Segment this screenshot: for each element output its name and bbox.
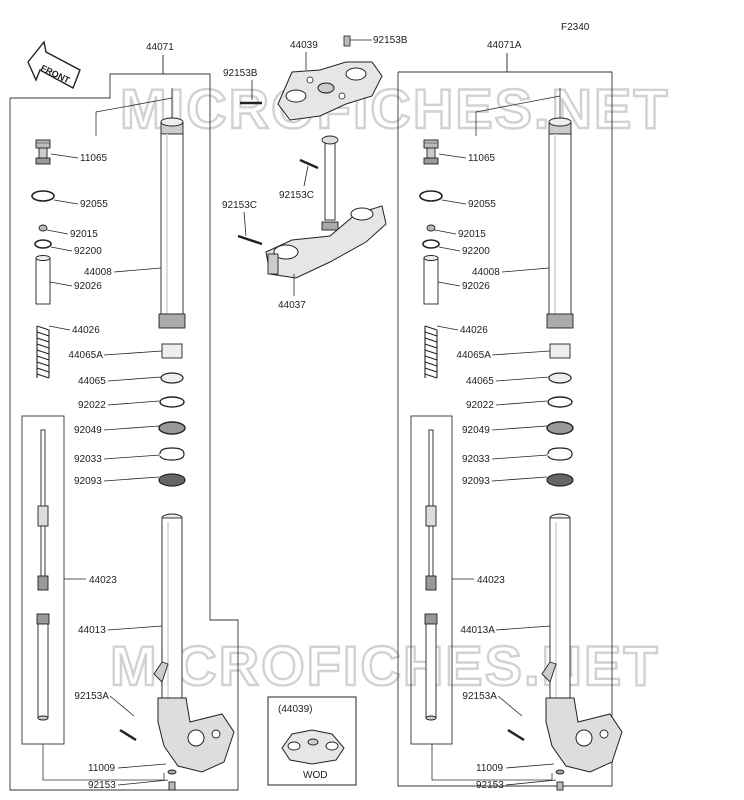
right-callout-leader — [495, 400, 548, 406]
inset-ref: (44039) — [278, 704, 312, 715]
right-callout-leader — [434, 229, 457, 235]
left-callout-label: 92049 — [74, 425, 102, 436]
left-callout-label: 92200 — [74, 246, 102, 257]
left-callout-leader — [113, 267, 162, 273]
left-callout-label: 11009 — [88, 763, 116, 774]
left-callout-label: 92153A — [74, 691, 109, 702]
left-callout-label: 92093 — [74, 476, 102, 487]
left-callout-label: 44013 — [78, 625, 106, 636]
right-callout-leader — [491, 454, 549, 460]
assembly-label-inner-right: 44023 — [477, 575, 505, 586]
assembly-label-lower-bracket: 44037 — [278, 300, 306, 311]
assembly-label-right-fork: 44071A — [487, 40, 522, 51]
upper-bracket-drawing — [277, 61, 383, 121]
left-callout-label: 92022 — [78, 400, 106, 411]
left-callout-label: 92055 — [80, 199, 108, 210]
right-callout-leader — [441, 199, 467, 205]
right-callout-label: 44026 — [460, 325, 488, 336]
assembly-label-left-fork: 44071 — [146, 42, 174, 53]
left-callout-leader — [117, 779, 169, 786]
right-callout-leader — [495, 376, 550, 382]
right-callout-label: 11009 — [476, 763, 504, 774]
left-fork-internals — [31, 139, 55, 721]
left-callout-leader — [103, 454, 161, 460]
right-callout-label: 44065 — [466, 376, 494, 387]
left-callout-label: 11065 — [80, 153, 108, 164]
right-callouts: 11065 92055 92015 92200 92026 44008 44026 44065… — [434, 153, 557, 791]
left-callout-leader — [107, 400, 160, 406]
right-callout-label: 92049 — [462, 425, 490, 436]
left-callout-leader — [48, 325, 71, 331]
left-callout-leader — [50, 246, 73, 252]
right-callout-label: 92022 — [466, 400, 494, 411]
left-callout-label: 44026 — [72, 325, 100, 336]
left-callout-leader — [50, 153, 79, 159]
watermark-top: MICROFICHES.NET — [120, 77, 670, 140]
left-callout-label: 44008 — [84, 267, 112, 278]
left-callout-leader — [117, 763, 167, 769]
right-callout-label: 92055 — [468, 199, 496, 210]
right-callout-leader — [438, 246, 461, 252]
left-callout-label: 44065A — [68, 350, 103, 361]
right-callout-label: 92033 — [462, 454, 490, 465]
left-callout-leader — [109, 695, 135, 717]
center-label-92153b-top: 92153B — [373, 35, 408, 46]
right-callout-label: 44013A — [460, 625, 495, 636]
right-callout-label: 92015 — [458, 229, 486, 240]
right-callout-leader — [505, 763, 555, 769]
right-callout-leader — [437, 281, 461, 287]
right-assembly-frame — [397, 71, 613, 787]
left-assembly-frame — [9, 73, 239, 791]
right-callout-label: 92093 — [462, 476, 490, 487]
right-callout-leader — [491, 425, 548, 431]
figure-code: F2340 — [561, 22, 590, 33]
right-inner-tube-frame — [410, 415, 453, 745]
right-callout-label: 92153A — [462, 691, 497, 702]
right-callout-label: 92026 — [462, 281, 490, 292]
right-callout-label: 92200 — [462, 246, 490, 257]
right-callout-leader — [505, 779, 557, 786]
right-callout-label: 44008 — [472, 267, 500, 278]
center-label-92153b-left: 92153B — [223, 68, 258, 79]
right-fork-internals — [419, 139, 443, 721]
left-callout-leader — [53, 199, 79, 205]
right-callout-leader — [497, 695, 523, 717]
assembly-label-inner-left: 44023 — [89, 575, 117, 586]
right-callout-leader — [491, 476, 548, 482]
left-callout-label: 92015 — [70, 229, 98, 240]
left-callout-label: 92026 — [74, 281, 102, 292]
right-callout-label: 92153 — [476, 780, 504, 791]
left-callout-leader — [107, 376, 162, 382]
right-callout-label: 44065A — [456, 350, 491, 361]
left-callout-leader — [107, 625, 163, 631]
center-label-92153c-lower: 92153C — [222, 200, 257, 211]
left-callout-leader — [49, 281, 73, 287]
center-label-92153c-upper: 92153C — [279, 190, 314, 201]
left-callout-label: 44065 — [78, 376, 106, 387]
left-callout-label: 92153 — [88, 780, 116, 791]
watermark-bottom: MICROFICHES.NET — [110, 634, 660, 697]
right-callout-label: 11065 — [468, 153, 496, 164]
lower-bracket-drawing — [265, 135, 387, 279]
left-callout-leader — [46, 229, 69, 235]
right-callout-leader — [491, 350, 551, 356]
right-callout-leader — [495, 625, 551, 631]
left-callout-leader — [103, 350, 163, 356]
inset-upper-bracket-drawing — [281, 729, 345, 765]
left-callout-label: 92033 — [74, 454, 102, 465]
inset-caption: WOD — [303, 770, 327, 781]
assembly-label-upper-bracket: 44039 — [290, 40, 318, 51]
left-callout-leader — [103, 476, 160, 482]
right-callout-leader — [436, 325, 459, 331]
front-arrow-icon: FRONT — [27, 40, 81, 89]
left-callouts: 11065 92055 92015 92200 92026 44008 44026 44065… — [46, 153, 169, 791]
right-callout-leader — [501, 267, 550, 273]
right-callout-leader — [438, 153, 467, 159]
left-callout-leader — [103, 425, 160, 431]
